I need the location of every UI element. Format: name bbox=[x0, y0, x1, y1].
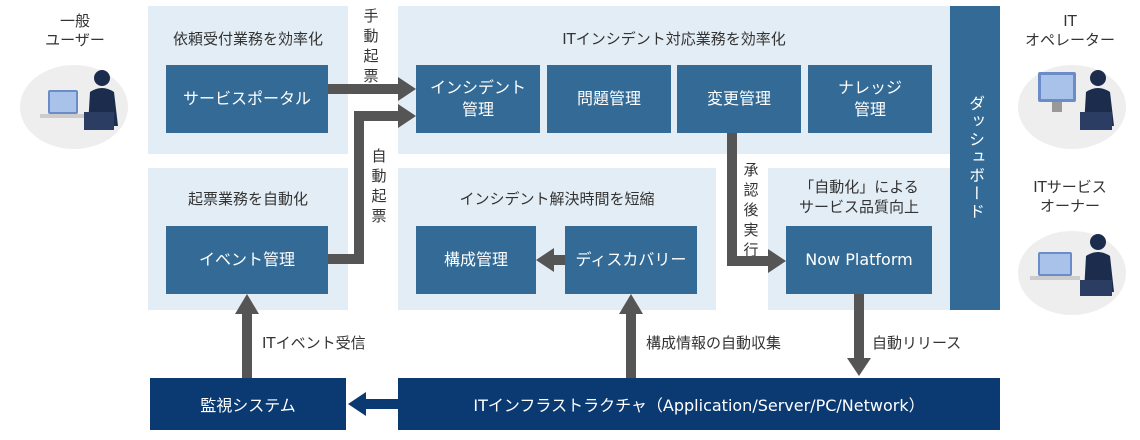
dashboard-label: ダッシュボード bbox=[966, 95, 985, 221]
config-collect-label: 構成情報の自動収集 bbox=[646, 334, 782, 352]
it-service-owner-illustration bbox=[1016, 218, 1128, 318]
problem-management-block: 問題管理 bbox=[547, 65, 671, 133]
auto-ticket-arrow bbox=[328, 104, 416, 264]
knowledge-management-block: ナレッジ 管理 bbox=[808, 65, 932, 133]
configuration-management-block: 構成管理 bbox=[416, 226, 536, 294]
service-portal-block: サービスポータル bbox=[166, 65, 328, 133]
now-platform-block: Now Platform bbox=[786, 226, 932, 294]
config-collect-arrow bbox=[619, 294, 643, 378]
dashboard-block: ダッシュボード bbox=[950, 6, 1000, 310]
auto-ticket-label: 自動起票 bbox=[371, 147, 387, 225]
change-management-block: 変更管理 bbox=[677, 65, 801, 133]
infrastructure-to-monitoring-arrow bbox=[348, 392, 398, 416]
panel-quality-title: 「自動化」による サービス品質向上 bbox=[798, 178, 919, 216]
general-user-label: 一般 ユーザー bbox=[45, 12, 105, 49]
auto-release-label: 自動リリース bbox=[872, 334, 962, 352]
discovery-to-config-arrow bbox=[536, 248, 565, 272]
panel-incident-work-title: ITインシデント対応業務を効率化 bbox=[562, 30, 786, 48]
auto-release-arrow bbox=[847, 294, 871, 376]
it-event-label: ITイベント受信 bbox=[262, 334, 366, 352]
it-event-arrow bbox=[235, 294, 259, 378]
it-service-owner-label: ITサービス オーナー bbox=[1033, 178, 1107, 215]
it-infrastructure-block: ITインフラストラクチャ（Application/Server/PC/Netwo… bbox=[398, 378, 1000, 430]
discovery-block: ディスカバリー bbox=[565, 226, 697, 294]
manual-ticket-arrow bbox=[328, 84, 400, 94]
it-operator-label: IT オペレーター bbox=[1024, 12, 1115, 49]
panel-request-title: 依頼受付業務を効率化 bbox=[172, 30, 323, 48]
panel-ticketing-title: 起票業務を自動化 bbox=[187, 190, 308, 208]
approval-execution-label: 承認後実行 bbox=[743, 161, 759, 259]
manual-ticket-arrowhead bbox=[398, 77, 416, 101]
incident-management-block: インシデント 管理 bbox=[416, 65, 540, 133]
it-operator-illustration bbox=[1016, 52, 1128, 152]
panel-resolution-title: インシデント解決時間を短縮 bbox=[459, 190, 655, 208]
general-user-illustration bbox=[18, 52, 130, 152]
monitoring-system-block: 監視システム bbox=[150, 378, 346, 430]
event-management-block: イベント管理 bbox=[166, 226, 328, 294]
approval-arrow bbox=[727, 133, 786, 273]
manual-ticket-label: 手動起票 bbox=[363, 7, 379, 85]
